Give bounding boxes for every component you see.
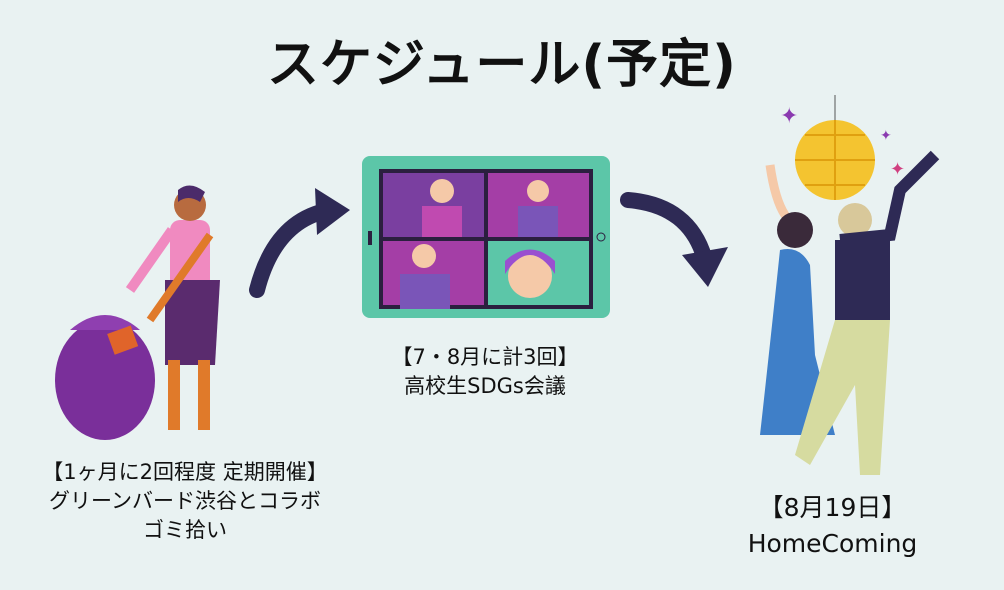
arrow-icon xyxy=(620,192,728,287)
svg-text:✦: ✦ xyxy=(890,159,905,180)
svg-text:✦: ✦ xyxy=(780,104,798,129)
step-2-caption: 【7・8月に計3回】 高校生SDGs会議 xyxy=(330,343,640,401)
step-1-schedule: 【1ヶ月に2回程度 定期開催】 xyxy=(42,460,328,484)
svg-text:✦: ✦ xyxy=(880,128,892,144)
page-title: スケジュール(予定) xyxy=(267,35,737,95)
step-2-schedule: 【7・8月に計3回】 xyxy=(391,345,579,369)
dancing-party-illustration: ✦ ✦ ✦ xyxy=(760,95,940,475)
step-1-title: グリーンバード渋谷とコラボ xyxy=(49,489,321,513)
step-3-caption: 【8月19日】 HomeComing xyxy=(700,490,965,562)
step-2-title: 高校生SDGs会議 xyxy=(404,374,566,398)
video-call-tablet-illustration xyxy=(362,156,610,318)
step-1-subtitle: ゴミ拾い xyxy=(143,518,227,542)
trash-pickup-illustration xyxy=(55,185,220,440)
arrow-icon xyxy=(249,188,350,298)
step-1-caption: 【1ヶ月に2回程度 定期開催】 グリーンバード渋谷とコラボ ゴミ拾い xyxy=(20,458,350,545)
step-3-date: 【8月19日】 xyxy=(758,493,907,522)
step-3-title: HomeComing xyxy=(747,529,918,558)
